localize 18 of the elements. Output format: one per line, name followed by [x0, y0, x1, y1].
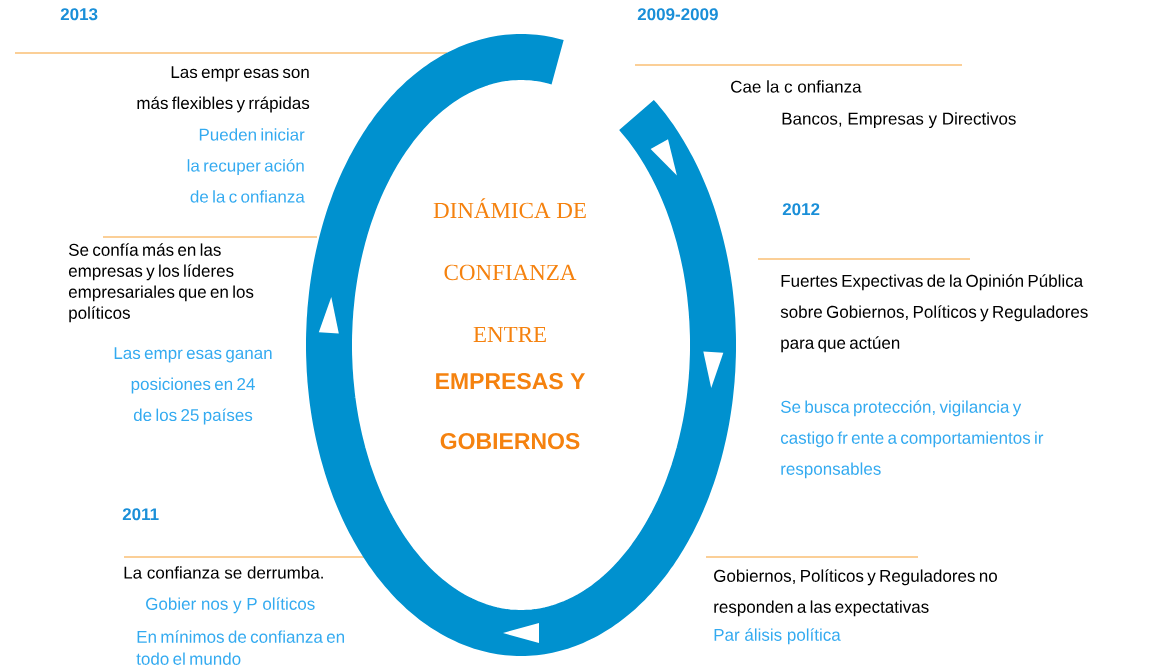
year-heading: 2012: [782, 203, 820, 216]
description-text: Las empr esas son más flexibles y rrápidas: [137, 66, 310, 113]
description-text: Gobier nos y P olíticos: [146, 597, 315, 614]
description-text: Pueden iniciar la recuper ación de la c onfianza: [187, 128, 305, 203]
description-text: Las empr esas ganan posiciones en 24 de los 25 países: [114, 347, 272, 425]
description-text: Gobiernos, Políticos y Reguladores no responden a las expectativas: [714, 569, 997, 617]
description-text: La confianza se derrumba.: [124, 566, 323, 579]
description-text: En mínimos de confianza en todo el mundo: [136, 630, 344, 665]
description-text: Fuertes Expectivas de la Opinión Pública sobre Gobiernos, Políticos y Reguladores para que actúen: [780, 274, 1088, 353]
description-text: Cae la c onfianza: [731, 80, 862, 93]
description-text: Se busca protección, vigilancia y castigo fr ente a comportamientos ir responsables: [780, 400, 1044, 479]
description-text: Par álisis política: [714, 628, 841, 645]
year-heading: 2011: [122, 508, 159, 521]
year-heading: 2013: [60, 8, 98, 21]
description-text: Bancos, Empresas y Directivos: [782, 112, 1016, 129]
title-text: DINÁMICA DE CONFIANZA ENTRE EMPRESAS Y GOBIERNOS: [433, 198, 586, 450]
year-heading: 2009-2009: [637, 8, 718, 21]
description-text: Se confía más en las empresas y los líderes empresariales que en los políticos: [68, 243, 254, 323]
